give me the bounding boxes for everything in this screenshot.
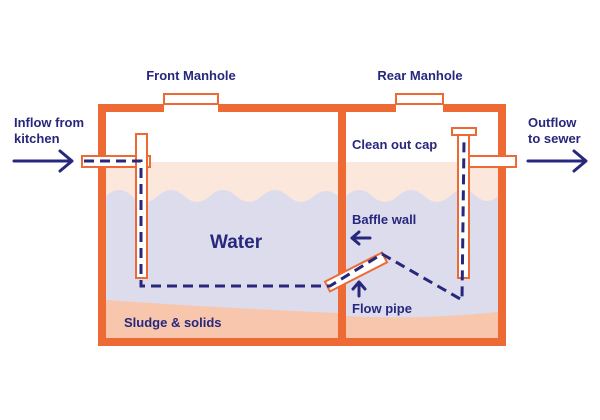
tank-interior bbox=[106, 162, 498, 338]
sludge-layer-left bbox=[106, 300, 338, 338]
arrow-left-icon bbox=[350, 230, 372, 246]
arrow-right-icon bbox=[526, 149, 588, 173]
baffle-wall bbox=[338, 104, 346, 346]
sludge-layer-right bbox=[346, 312, 498, 338]
outflow-label-line1: Outflow bbox=[528, 115, 577, 130]
arrow-up-icon bbox=[351, 280, 367, 298]
flow-path bbox=[84, 139, 466, 303]
rear-manhole-lid bbox=[395, 93, 444, 105]
water-body-left bbox=[106, 190, 338, 338]
clean-out-cap-label: Clean out cap bbox=[352, 137, 437, 152]
clean-out-cap bbox=[451, 127, 477, 136]
tank-wall-right bbox=[498, 104, 506, 346]
tank-walls bbox=[98, 104, 506, 346]
tank-wall-top-mid bbox=[218, 104, 396, 112]
water-label: Water bbox=[210, 232, 263, 253]
tank-wall-top-left bbox=[98, 104, 164, 112]
flow-pipe-label: Flow pipe bbox=[352, 301, 412, 316]
inflow-label-line1: Inflow from bbox=[14, 115, 84, 130]
baffle-wall-label: Baffle wall bbox=[352, 212, 416, 227]
sludge-label: Sludge & solids bbox=[124, 315, 222, 330]
tank-wall-top-right bbox=[443, 104, 506, 112]
front-manhole-lid bbox=[163, 93, 219, 105]
tank-wall-left bbox=[98, 104, 106, 346]
inflow-label-line2: kitchen bbox=[14, 131, 60, 146]
outflow-label-line2: to sewer bbox=[528, 131, 581, 146]
front-manhole-label: Front Manhole bbox=[146, 68, 236, 83]
rear-manhole-label: Rear Manhole bbox=[377, 68, 462, 83]
tank-wall-bottom bbox=[98, 338, 506, 346]
arrow-right-icon bbox=[12, 149, 74, 173]
